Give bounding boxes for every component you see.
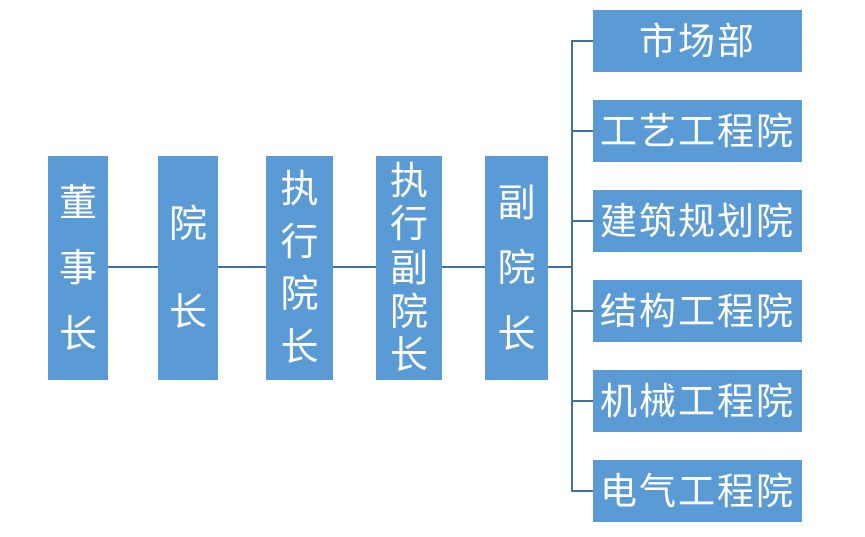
chain-node-vice-dean-label: 副院长 [497, 180, 536, 356]
chain-node-chairman: 董事长 [48, 156, 108, 380]
connector-trunk [571, 40, 573, 492]
connector-stub-process-engineering [571, 130, 593, 132]
chain-node-executive-dean-label: 执行院长 [280, 167, 319, 369]
dept-node-architecture-planning: 建筑规划院 [593, 190, 802, 252]
connector-stub-architecture-planning [571, 220, 593, 222]
dept-node-marketing-dept: 市场部 [593, 10, 802, 72]
dept-node-mechanical-engineering-label: 机械工程院 [600, 379, 795, 423]
dept-node-electrical-engineering: 电气工程院 [593, 460, 802, 522]
connector-chairman-dean [108, 266, 158, 268]
dept-node-electrical-engineering-label: 电气工程院 [600, 469, 795, 513]
connector-executive-vice-dean-vice-dean [442, 266, 485, 268]
dept-node-architecture-planning-label: 建筑规划院 [600, 199, 795, 243]
connector-dean-executive-dean [218, 266, 266, 268]
chain-node-executive-vice-dean-label: 执行副院长 [389, 158, 428, 378]
dept-node-marketing-dept-label: 市场部 [639, 19, 756, 63]
dept-node-structural-engineering: 结构工程院 [593, 280, 802, 342]
connector-vice-dean-trunk [548, 266, 571, 268]
chain-node-chairman-label: 董事长 [58, 180, 97, 356]
dept-node-structural-engineering-label: 结构工程院 [600, 289, 795, 333]
connector-executive-dean-executive-vice-dean [333, 266, 376, 268]
dept-node-process-engineering-label: 工艺工程院 [600, 109, 795, 153]
connector-stub-structural-engineering [571, 310, 593, 312]
chain-node-executive-dean: 执行院长 [266, 156, 333, 380]
chain-node-executive-vice-dean: 执行副院长 [376, 156, 442, 380]
connector-stub-marketing-dept [571, 40, 593, 42]
connector-stub-electrical-engineering [571, 490, 593, 492]
chain-node-vice-dean: 副院长 [485, 156, 548, 380]
chain-node-dean: 院长 [158, 156, 218, 380]
connector-stub-mechanical-engineering [571, 400, 593, 402]
dept-node-process-engineering: 工艺工程院 [593, 100, 802, 162]
dept-node-mechanical-engineering: 机械工程院 [593, 370, 802, 432]
chain-node-dean-label: 院长 [168, 202, 207, 334]
